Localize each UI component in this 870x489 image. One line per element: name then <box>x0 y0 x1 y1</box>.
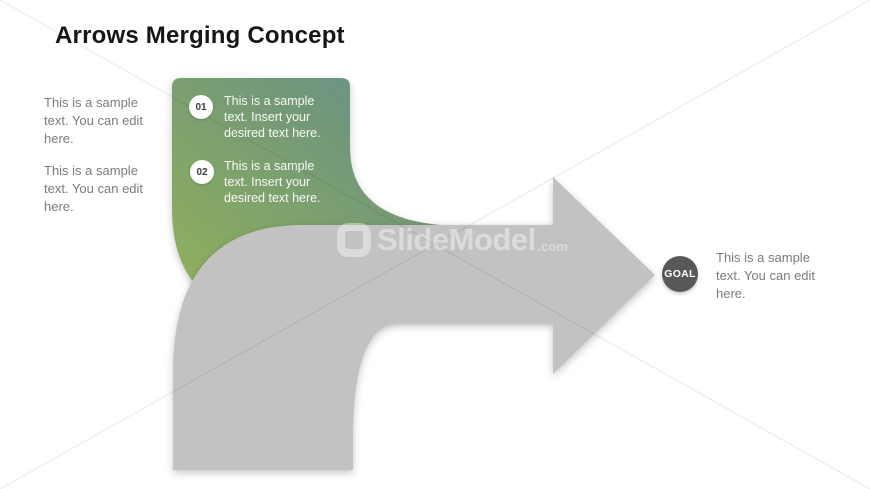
watermark-suffix-text: .com <box>537 239 568 254</box>
slidemodel-logo-icon <box>337 223 371 257</box>
slidemodel-watermark: SlideModel .com <box>337 223 568 257</box>
goal-badge: GOAL <box>662 256 698 292</box>
step-02-badge: 02 <box>190 160 214 184</box>
step-01-badge: 01 <box>189 95 213 119</box>
slide-title: Arrows Merging Concept <box>55 22 345 49</box>
sample-text-block-2: This is a sample text. You can edit here… <box>44 163 144 214</box>
main-arrow-gray-shape <box>173 177 655 470</box>
sample-text-block-1: This is a sample text. You can edit here… <box>44 95 144 146</box>
watermark-brand-text: SlideModel <box>377 222 536 257</box>
step-01-text: This is a sample text. Insert your desir… <box>224 94 321 140</box>
step-02-text: This is a sample text. Insert your desir… <box>224 159 321 205</box>
goal-text-block: This is a sample text. You can edit here… <box>716 250 816 301</box>
